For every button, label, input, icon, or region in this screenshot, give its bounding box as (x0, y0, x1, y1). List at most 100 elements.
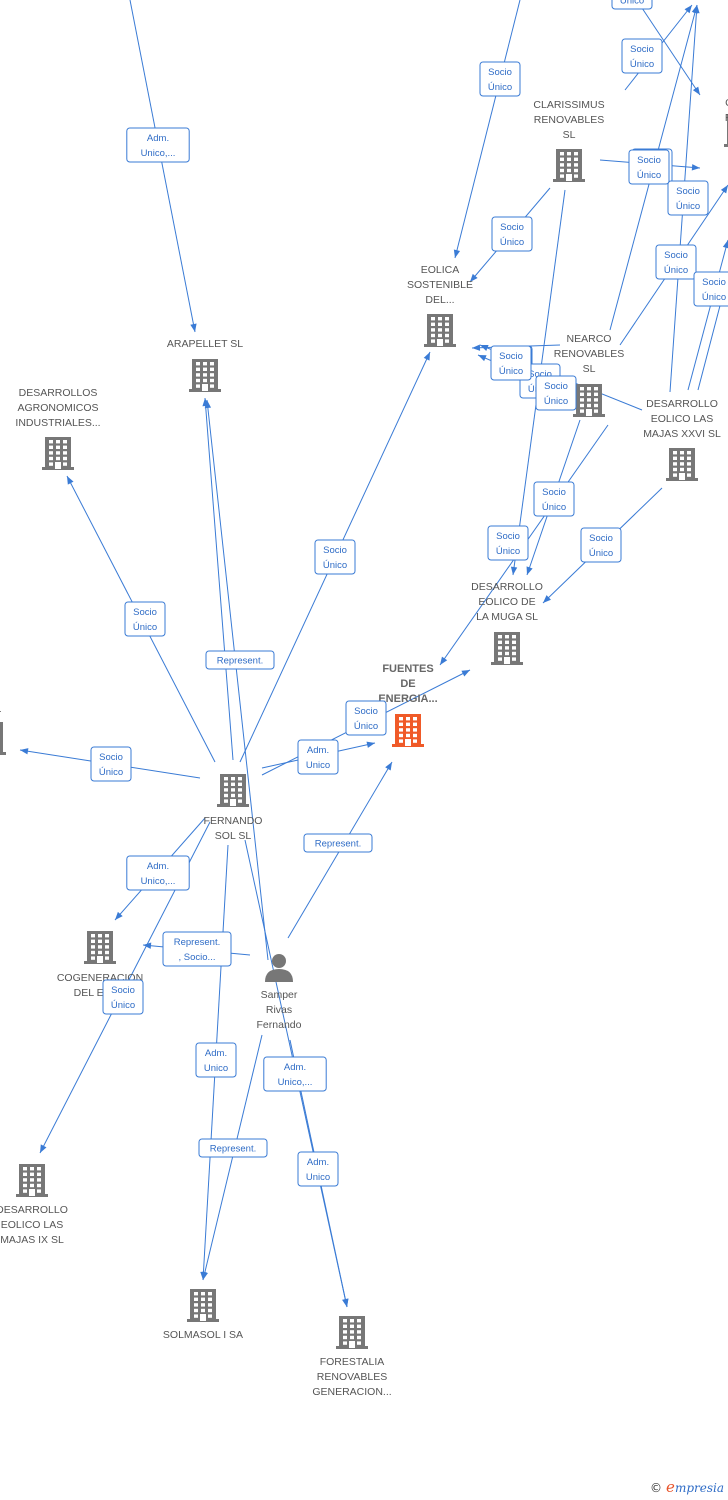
arrowhead-icon (190, 323, 197, 332)
arrowhead-icon (722, 240, 728, 249)
edge-label-tag[interactable]: Adm.Unico,... (126, 855, 190, 891)
node-label: GENE (725, 97, 728, 109)
edge-label-tag[interactable]: Represent. (198, 1138, 268, 1158)
node-desarrollos-agro[interactable]: DESARROLLOSAGRONOMICOSINDUSTRIALES... (15, 387, 101, 470)
building-icon (573, 384, 605, 417)
arrowhead-icon (470, 273, 478, 282)
arrowhead-icon (692, 86, 700, 95)
tag-text: Socio (323, 545, 347, 556)
tag-box (535, 375, 577, 411)
arrowhead-icon (440, 656, 448, 665)
building-icon (424, 314, 456, 347)
edge-label-tag[interactable]: Represent., Socio... (162, 931, 232, 967)
node-eolica-sostenible[interactable]: EOLICASOSTENIBLEDEL... (407, 264, 473, 347)
node-label: SL (583, 363, 596, 375)
edge-connector (687, 239, 728, 391)
tag-text: Único (111, 1000, 135, 1011)
edge-line (204, 397, 234, 761)
edge-label-tag[interactable]: Adm.Unico,... (263, 1056, 327, 1092)
edge-label-tag[interactable]: Represent. (205, 650, 275, 670)
tag-text: Único (323, 560, 347, 571)
tag-box (479, 61, 521, 97)
edge-label-tag[interactable]: Adm.Unico,... (126, 127, 190, 163)
tag-text: Adm. (147, 861, 169, 872)
node-arapellet[interactable]: ARAPELLET SL (167, 338, 243, 392)
edge-label-tag[interactable]: Adm.Unico (297, 1151, 339, 1187)
node-label: FORESTALIA (320, 1356, 385, 1368)
edge-line (206, 399, 269, 961)
edge-labels-layer: Adm.Unico,...SocioÚnicoSocioÚnicoReprese… (90, 0, 728, 1187)
tag-box (126, 855, 190, 891)
edge-label-tag[interactable]: Único (611, 0, 653, 10)
tag-box (314, 539, 356, 575)
tag-text: Adm. (307, 745, 329, 756)
building-icon (16, 1164, 48, 1197)
arrowhead-icon (143, 942, 152, 949)
tag-box (263, 1056, 327, 1092)
node-label: S SL (0, 703, 2, 715)
tag-box (611, 0, 653, 10)
brand-footer[interactable]: ©empresia (650, 1478, 724, 1496)
edge-label-tag[interactable]: Represent. (303, 833, 373, 853)
node-forestalia[interactable]: FORESTALIARENOVABLESGENERACION... (312, 1316, 392, 1398)
arrowhead-icon (423, 352, 430, 361)
tag-text: Represent. (174, 937, 220, 948)
tag-text: Único (664, 265, 688, 276)
arrowhead-icon (342, 1298, 349, 1307)
node-left-partial[interactable]: RS SL (0, 688, 6, 755)
node-fuentes[interactable]: FUENTESDEENERGIA... (378, 663, 438, 747)
node-label: DEL... (425, 294, 454, 306)
tag-text: Socio (496, 531, 520, 542)
building-icon (392, 714, 424, 747)
node-label: NEARCO (567, 333, 612, 345)
node-solmasol[interactable]: SOLMASOL I SA (163, 1289, 243, 1341)
tag-text: Unico,... (141, 148, 176, 159)
tag-text: Unico,... (278, 1077, 313, 1088)
tag-text: Socio (542, 487, 566, 498)
tag-box (491, 216, 533, 252)
edge-connector (639, 4, 701, 96)
node-gen-partial[interactable]: GENERENO (724, 97, 728, 147)
edge-label-tag[interactable]: Adm.Unico (297, 739, 339, 775)
arrowhead-icon (526, 566, 533, 575)
arrowhead-icon (480, 345, 489, 351)
node-label: MAJAS IX SL (0, 1234, 64, 1246)
tag-text: Socio (500, 222, 524, 233)
edge-connector (129, 0, 197, 333)
building-icon (553, 149, 585, 182)
arrowhead-icon (115, 911, 123, 920)
node-label: SOSTENIBLE (407, 279, 473, 291)
tag-box (487, 525, 529, 561)
edge-label-tag[interactable]: Adm.Unico (195, 1042, 237, 1078)
tag-text: Socio (488, 67, 512, 78)
node-label: ARAPELLET SL (167, 338, 243, 350)
tag-box (621, 38, 663, 74)
tag-text: Adm. (205, 1048, 227, 1059)
arrowhead-icon (40, 1144, 47, 1153)
tag-text: Único (542, 502, 566, 513)
